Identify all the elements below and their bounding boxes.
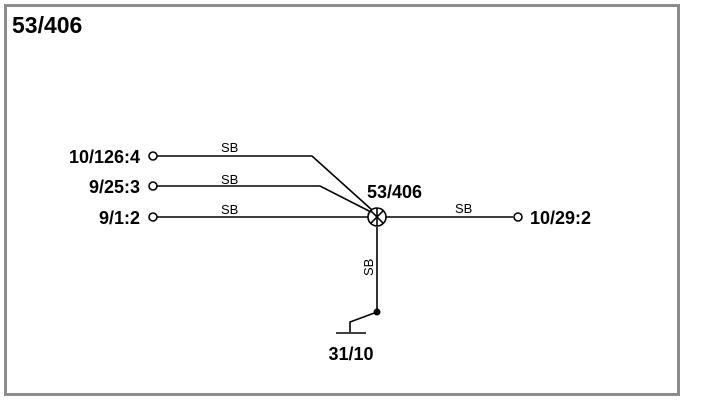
splice-icon <box>367 207 387 227</box>
diagram-title: 53/406 <box>12 12 83 38</box>
splice-label: 53/406 <box>367 182 422 202</box>
ground-label: 31/10 <box>328 344 373 364</box>
connector-label-c3: 9/1:2 <box>99 208 140 228</box>
terminal-c3 <box>148 212 158 222</box>
wire-c1 <box>157 155 373 211</box>
terminal-c2 <box>148 181 158 191</box>
wire-c2 <box>157 185 372 213</box>
wire-label-c3: SB <box>221 202 238 217</box>
ground-lead <box>349 311 378 332</box>
diagram-frame <box>4 4 680 396</box>
wire-label-c2: SB <box>221 172 238 187</box>
wire-label-c1: SB <box>221 140 238 155</box>
connector-label-c4: 10/29:2 <box>530 208 591 228</box>
connector-label-c2: 9/25:3 <box>89 177 140 197</box>
connector-label-c1: 10/126:4 <box>69 147 140 167</box>
terminal-c1 <box>148 151 158 161</box>
wire-label-c4: SB <box>455 201 472 216</box>
wire-label-ground: SB <box>361 259 376 276</box>
ground-junction-dot <box>373 308 381 316</box>
terminal-c4 <box>513 212 523 222</box>
